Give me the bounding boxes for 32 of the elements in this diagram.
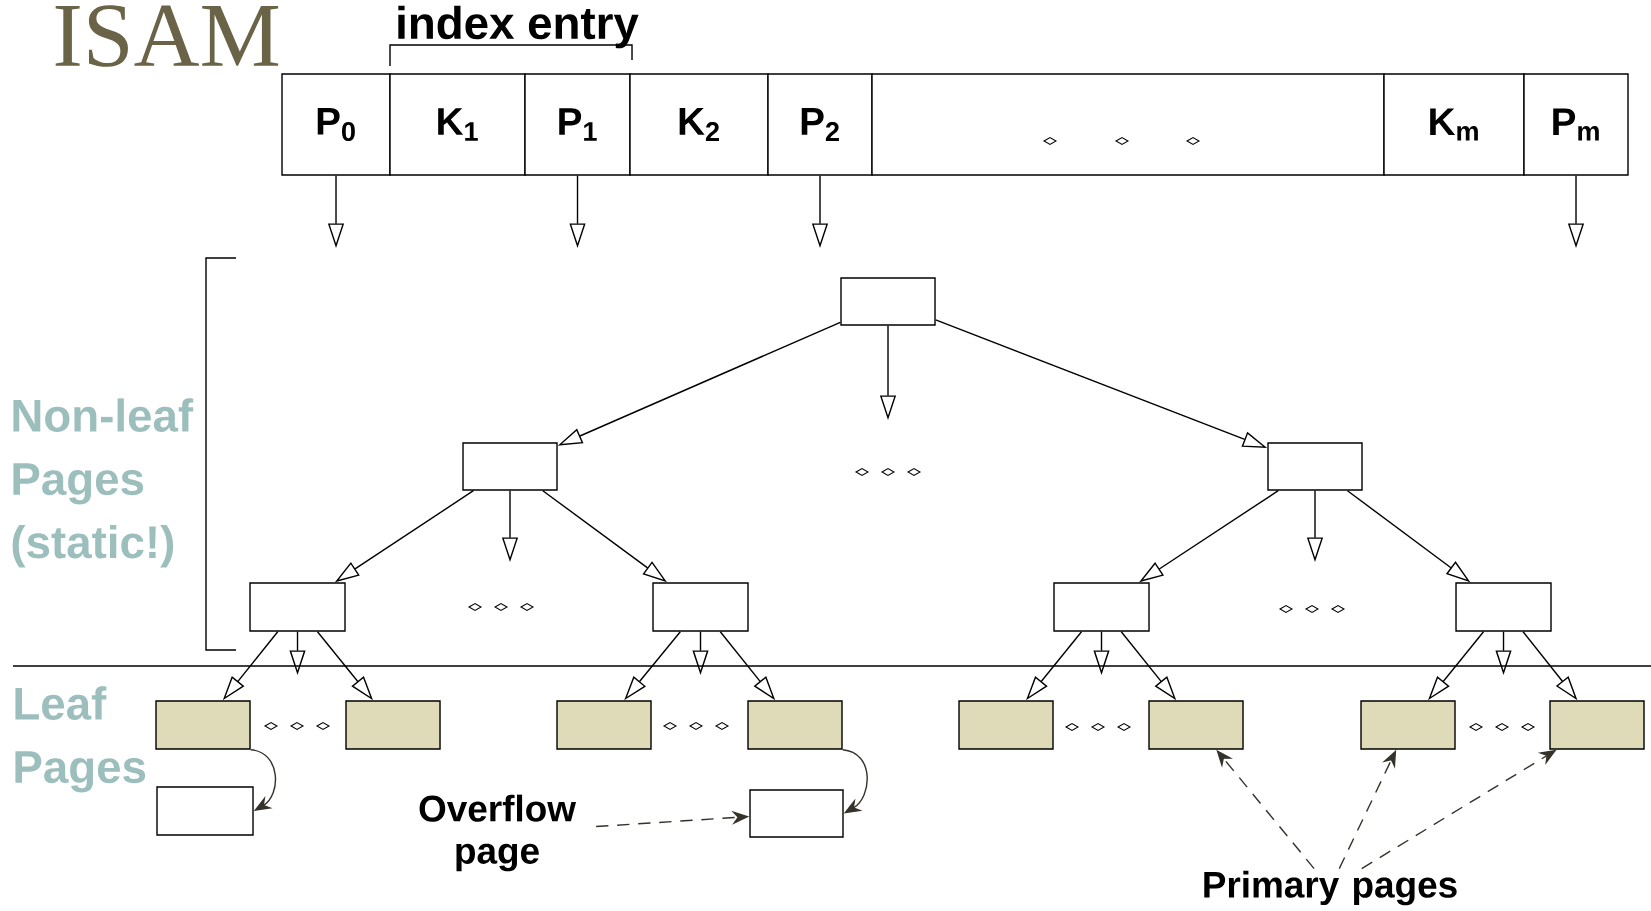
record-cell: P$_{1}$ [524,73,631,176]
record-cell: P$_{2}$ [767,73,873,176]
record-cell: K$_{m}$ [1383,73,1525,176]
page-box [1455,582,1552,632]
page-box [249,582,346,632]
section-label: Leaf Pages [15,686,146,793]
record-cell: K$_{2}$ [629,73,769,176]
title: ISAM [55,5,279,67]
leaf-page-box [1148,700,1244,750]
curved-arrow [842,749,868,814]
page-box [1053,582,1150,632]
page-box [156,786,254,836]
leaf-page-box [1549,700,1645,750]
callout-text: Overflow page [419,794,577,872]
curved-arrow [250,749,277,811]
callout-text: Primary pages [1204,870,1457,906]
page-box [652,582,749,632]
page-box [1267,442,1363,491]
record-cell: P$_{0}$ [281,73,391,176]
record-cell: P$_{m}$ [1523,73,1629,176]
record-cell: K$_{1}$ [389,73,526,176]
leaf-page-box [556,700,652,750]
page-box [840,277,936,326]
leaf-page-box [958,700,1054,750]
page-box [749,789,844,838]
section-label: Non-leaf Pages (static!) [12,398,194,568]
page-box [462,442,558,491]
leaf-page-box [1360,700,1456,750]
section-label: index entry [398,5,639,49]
leaf-page-box [747,700,843,750]
leaf-page-box [345,700,441,750]
leaf-page-box [155,700,251,750]
